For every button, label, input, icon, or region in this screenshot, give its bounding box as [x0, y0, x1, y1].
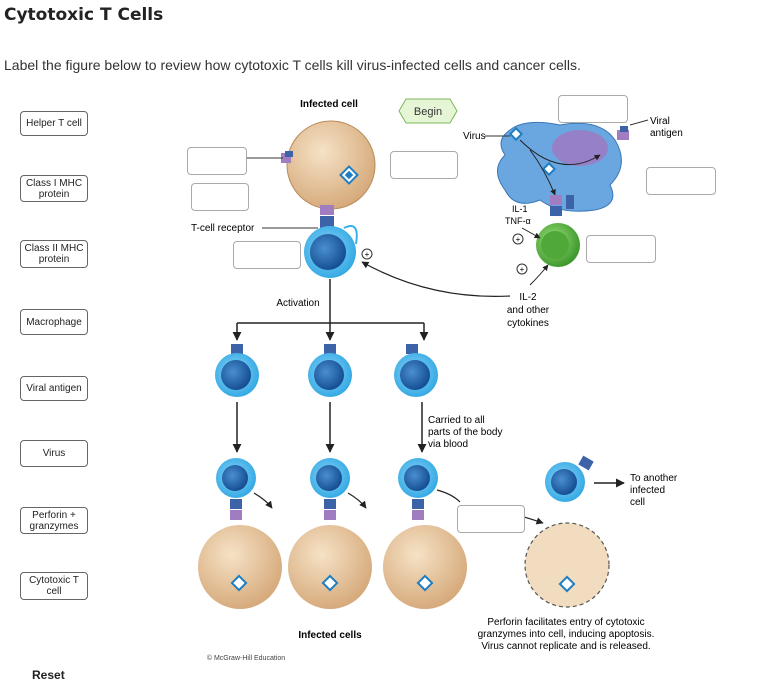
label-tile-class-ii-mhc[interactable]: Class II MHC protein — [20, 240, 88, 268]
mhc-tcr-top — [320, 205, 334, 228]
carried-label-1: Carried to all — [428, 415, 485, 426]
begin-label: Begin — [414, 106, 442, 118]
plus-sign-3: + — [520, 265, 525, 274]
label-tile-perforin-granzymes[interactable]: Perforin + granzymes — [20, 507, 88, 534]
drop-target-5[interactable] — [558, 95, 628, 123]
t-cell-detached — [545, 455, 594, 502]
carried-label-3: via blood — [428, 439, 468, 450]
carried-label-2: parts of the body — [428, 427, 503, 438]
virus-label: Virus — [463, 131, 486, 142]
drop-target-8[interactable] — [457, 505, 525, 533]
drop-target-7[interactable] — [586, 235, 656, 263]
page-title: Cytotoxic T Cells — [4, 5, 164, 25]
infected-cells-label: Infected cells — [298, 630, 362, 641]
plus-sign-2: + — [516, 235, 521, 244]
il2-other-label: and other — [507, 305, 550, 316]
attack-group-a — [198, 458, 282, 609]
credit-label: © McGraw-Hill Education — [207, 654, 285, 662]
infected-cell-top — [286, 120, 376, 210]
viral-antigen-label-2: antigen — [650, 128, 683, 139]
t-cell-row1-a — [215, 344, 259, 397]
label-tile-viral-antigen[interactable]: Viral antigen — [20, 376, 88, 401]
plus-sign-1: + — [365, 250, 370, 259]
label-tile-helper-t-cell[interactable]: Helper T cell — [20, 111, 88, 136]
label-tile-cytotoxic-t-cell[interactable]: Cytotoxic T cell — [20, 572, 88, 600]
reset-button[interactable]: Reset — [32, 668, 65, 682]
macrophage — [497, 121, 629, 212]
label-tile-class-i-mhc[interactable]: Class I MHC protein — [20, 175, 88, 202]
label-tile-virus[interactable]: Virus — [20, 440, 88, 467]
to-another-label-1: To another — [630, 473, 678, 484]
drop-target-6[interactable] — [646, 167, 716, 195]
perforin-caption-1: Perforin facilitates entry of cytotoxic — [487, 617, 644, 628]
attack-group-c — [383, 458, 467, 609]
begin-button[interactable]: Begin — [398, 98, 458, 124]
infected-cell-label: Infected cell — [300, 99, 358, 110]
instructions-text: Label the figure below to review how cyt… — [4, 57, 581, 73]
mhc-left-top — [281, 151, 293, 163]
t-cell-row1-b — [308, 344, 352, 397]
t-cell-row1-c — [394, 344, 438, 397]
tnf-label: TNF-α — [505, 216, 531, 226]
to-another-label-2: infected — [630, 485, 665, 496]
il2-cytokines-label: cytokines — [507, 318, 549, 329]
drop-target-2[interactable] — [191, 183, 249, 211]
mhc-tcr-macrophage — [550, 195, 574, 216]
helper-t-cell — [536, 223, 580, 267]
t-cell-receptor-label: T-cell receptor — [191, 223, 255, 234]
perforin-caption-3: Virus cannot replicate and is released. — [481, 641, 650, 652]
t-cell-top — [304, 225, 358, 278]
label-tile-macrophage[interactable]: Macrophage — [20, 309, 88, 335]
activation-label: Activation — [276, 298, 319, 309]
il1-label: IL-1 — [512, 204, 528, 214]
to-another-label-3: cell — [630, 497, 645, 508]
drop-target-4[interactable] — [233, 241, 301, 269]
attack-group-b — [288, 458, 372, 609]
apoptotic-cell — [524, 522, 610, 608]
drop-target-1[interactable] — [187, 147, 247, 175]
il2-label: IL-2 — [519, 292, 537, 303]
drop-target-3[interactable] — [390, 151, 458, 179]
perforin-caption-2: granzymes into cell, inducing apoptosis. — [478, 629, 655, 640]
viral-antigen-label-1: Viral — [650, 116, 670, 127]
